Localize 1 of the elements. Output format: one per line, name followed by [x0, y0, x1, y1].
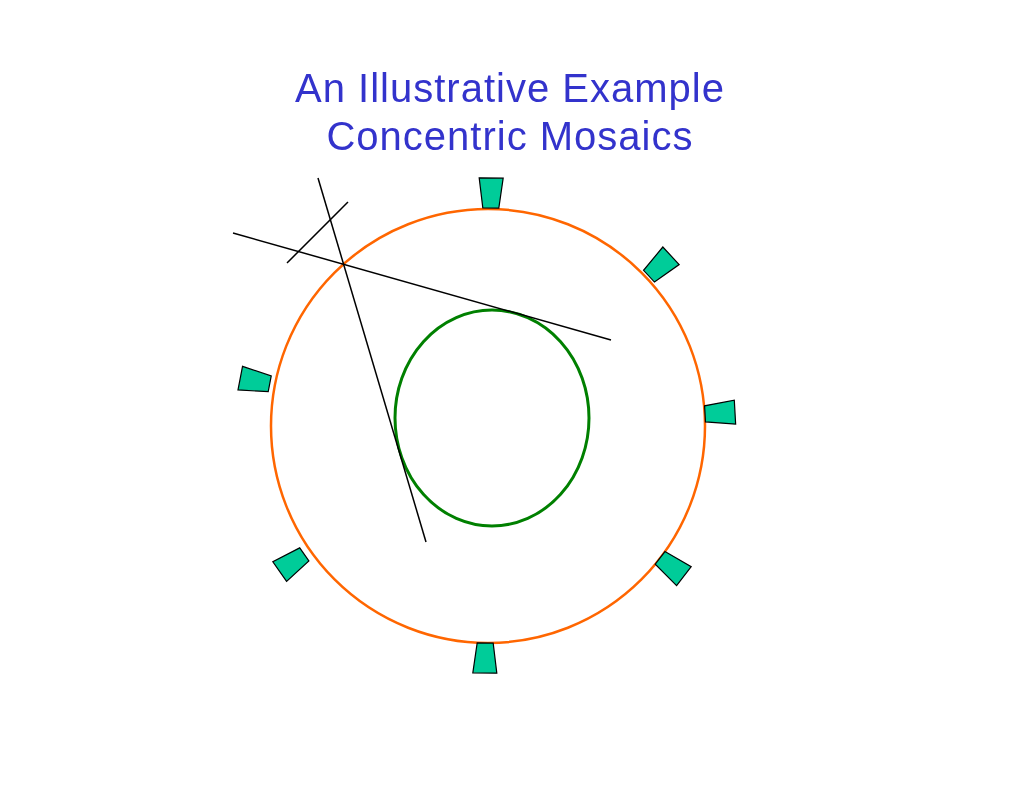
title: An Illustrative Example Concentric Mosaics: [294, 65, 726, 160]
